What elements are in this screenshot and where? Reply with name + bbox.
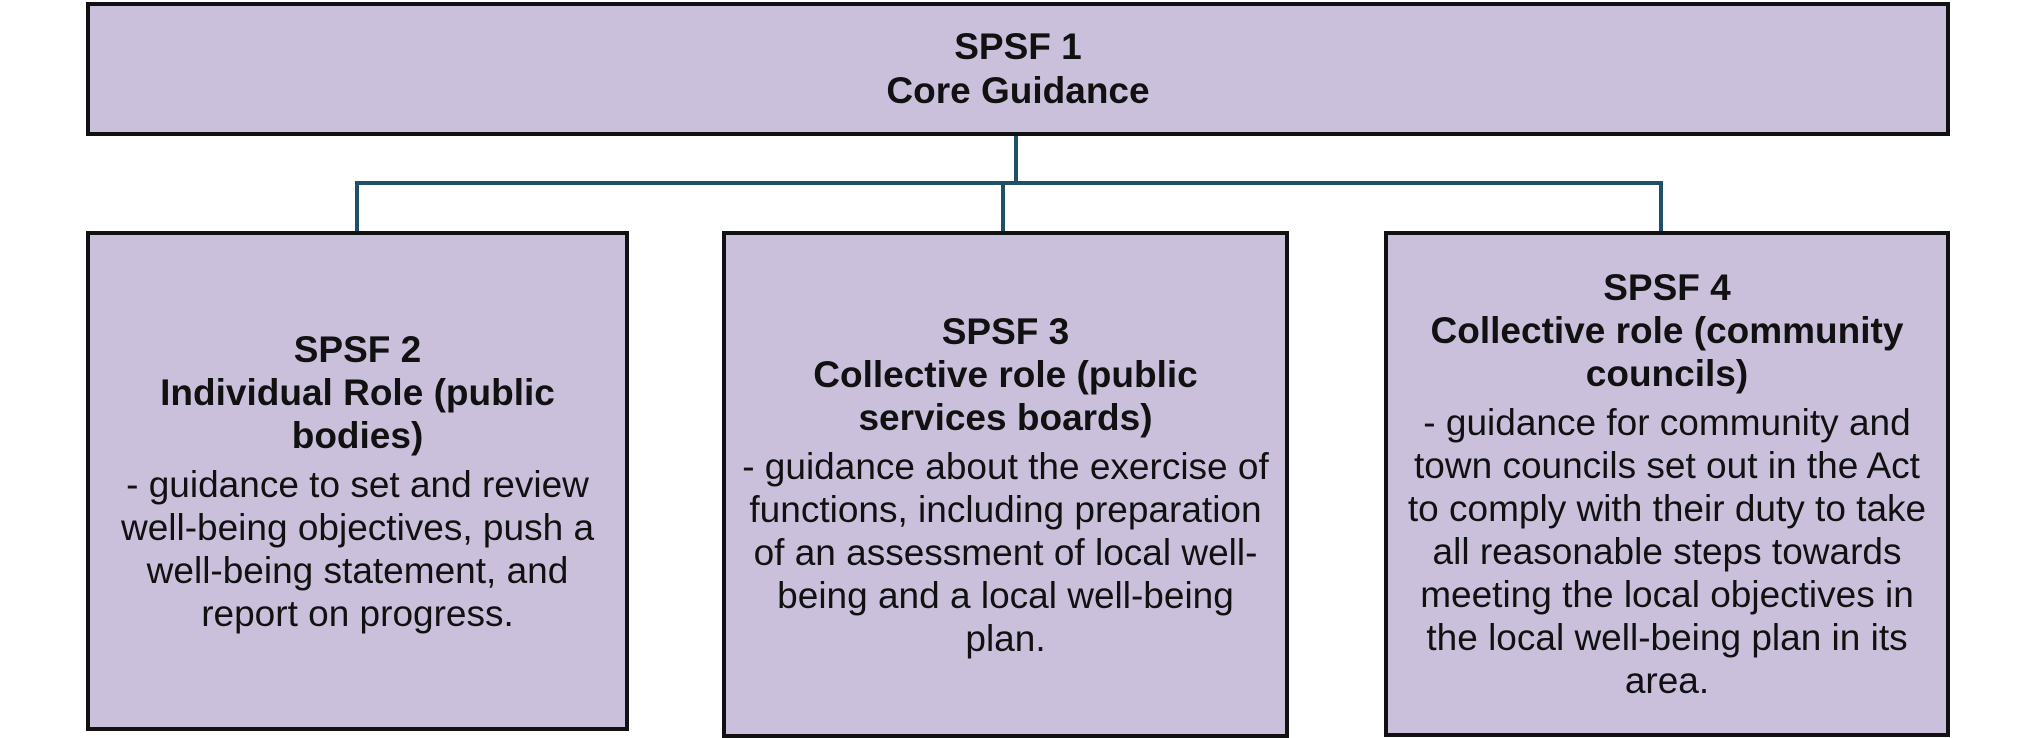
node-code: SPSF 2 [293, 328, 422, 370]
node-spsf-1-core-guidance: SPSF 1 Core Guidance [86, 2, 1950, 136]
node-spsf-4: SPSF 4 Collective role (community counci… [1384, 231, 1950, 737]
node-spsf-3: SPSF 3 Collective role (public services … [722, 231, 1289, 738]
node-heading: SPSF 4 Collective role (community counci… [1398, 266, 1936, 395]
node-spsf-2: SPSF 2 Individual Role (public bodies) -… [86, 231, 629, 731]
node-code: SPSF 4 [1603, 267, 1731, 308]
node-description: - guidance about the exercise of functio… [742, 445, 1269, 659]
node-code: SPSF 3 [941, 310, 1070, 352]
node-title: Core Guidance [886, 70, 1150, 111]
node-title: Collective role (public services boards) [813, 353, 1198, 438]
node-heading: SPSF 3 Collective role (public services … [736, 310, 1275, 439]
node-title: Collective role (community councils) [1430, 310, 1904, 394]
node-description: - guidance for community and town counci… [1407, 402, 1927, 701]
node-title: Individual Role (public bodies) [160, 371, 555, 456]
node-heading: SPSF 2 Individual Role (public bodies) [100, 328, 615, 457]
node-description: - guidance to set and review well-being … [120, 463, 595, 634]
node-code: SPSF 1 [954, 26, 1082, 67]
